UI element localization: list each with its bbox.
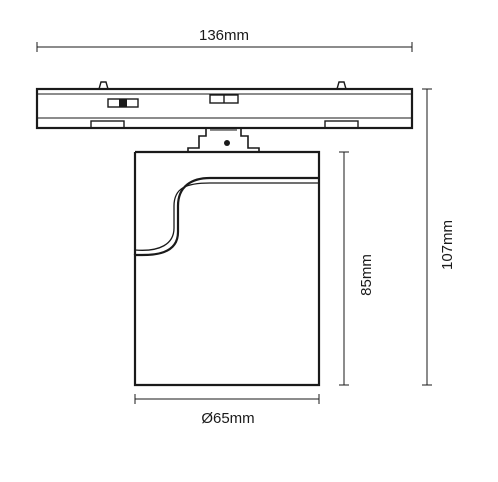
head-outline [133, 150, 321, 387]
rail-bump-left [98, 81, 109, 90]
connector-screw [224, 140, 230, 146]
rail-tab-left [90, 120, 125, 129]
head-cutout-inner [134, 182, 319, 251]
width-dimension: 136mm [36, 27, 413, 52]
diameter-dimension-label: Ø65mm [201, 410, 254, 427]
width-dimension-label: 136mm [199, 27, 249, 44]
connector-body [187, 128, 260, 153]
diameter-dimension: Ø65mm [134, 394, 320, 427]
rail-bump-right [336, 81, 347, 90]
adapter-clip-left-fill [119, 99, 127, 107]
connector [187, 128, 260, 153]
head-height-dimension: 85mm [339, 151, 375, 386]
rail-tab-right [324, 120, 359, 129]
total-height-dimension-label: 107mm [439, 220, 456, 270]
head-height-dimension-label: 85mm [358, 254, 375, 296]
track-rail [35, 81, 414, 130]
rail-body [35, 87, 414, 130]
spotlight-head [133, 150, 321, 387]
total-height-dimension: 107mm [422, 88, 456, 386]
